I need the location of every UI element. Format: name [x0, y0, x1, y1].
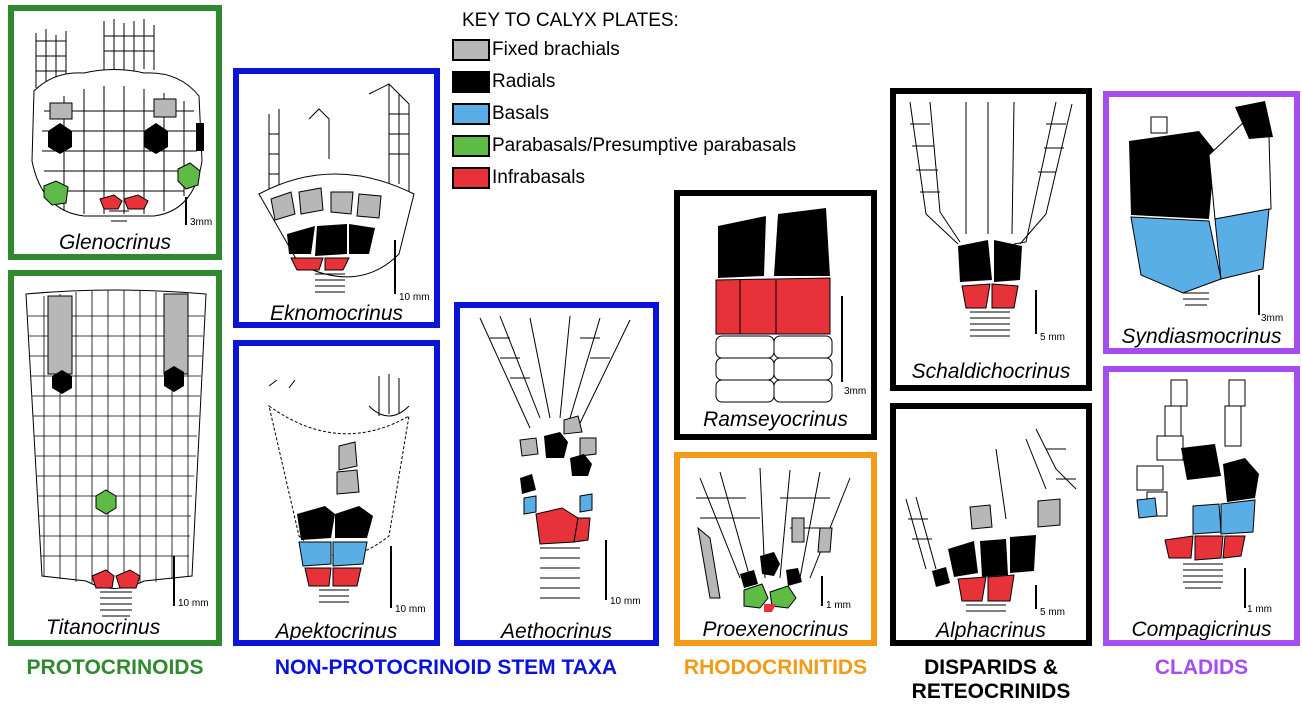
panel-syndiasmocrinus: 3mm Syndiasmocrinus: [1103, 91, 1300, 354]
infrabasals-swatch: [452, 167, 490, 189]
scale-label: 10 mm: [395, 604, 426, 615]
schaldichocrinus-drawing: 5 mm: [896, 94, 1086, 385]
taxon-name: Alphacrinus: [896, 619, 1086, 643]
taxon-name: Eknomocrinus: [239, 302, 434, 326]
taxon-name: Glenocrinus: [14, 231, 216, 255]
apektocrinus-drawing: 10 mm: [239, 346, 434, 640]
key-label: Basals: [492, 103, 549, 125]
key-label: Fixed brachials: [492, 39, 620, 61]
eknomocrinus-drawing: 10 mm: [239, 74, 434, 322]
fixed-brachials-swatch: [452, 39, 490, 61]
taxon-name: Syndiasmocrinus: [1109, 325, 1294, 349]
scale-label: 1 mm: [826, 600, 851, 611]
titanocrinus-drawing: 10 mm: [14, 276, 216, 640]
taxon-name: Schaldichocrinus: [896, 360, 1086, 384]
aethocrinus-drawing: 10 mm: [460, 308, 653, 640]
taxon-name: Ramseyocrinus: [680, 408, 871, 432]
alphacrinus-drawing: 5 mm: [896, 409, 1086, 640]
group-label-disparids: DISPARIDS & RETEOCRINIDS: [890, 656, 1092, 704]
panel-apektocrinus: 10 mm Apektocrinus: [233, 340, 440, 646]
group-label-protocrinoids: PROTOCRINOIDS: [8, 656, 222, 680]
scale-label: 3mm: [190, 217, 212, 228]
radials-swatch: [452, 71, 490, 93]
glenocrinus-drawing: 3mm: [14, 11, 216, 254]
syndiasmocrinus-drawing: 3mm: [1109, 97, 1294, 348]
scale-label: 5 mm: [1040, 332, 1065, 343]
panel-aethocrinus: 10 mm Aethocrinus: [454, 302, 659, 646]
scale-label: 3mm: [844, 386, 866, 397]
parabasals-swatch: [452, 135, 490, 157]
taxon-name: Titanocrinus: [14, 616, 216, 640]
taxon-name: Compagicrinus: [1109, 618, 1294, 642]
scale-label: 3mm: [1261, 313, 1283, 324]
proexenocrinus-drawing: 1 mm: [680, 458, 871, 640]
key-label: Radials: [492, 71, 555, 93]
scale-label: 1 mm: [1247, 604, 1272, 615]
disparids-line-1: DISPARIDS &: [890, 656, 1092, 680]
panel-eknomocrinus: 10 mm Eknomocrinus: [233, 68, 440, 328]
scale-label: 10 mm: [610, 596, 641, 607]
key-row-radials: Radials: [452, 66, 796, 98]
ramseyocrinus-drawing: 3mm: [680, 196, 871, 434]
basals-swatch: [452, 103, 490, 125]
taxon-name: Aethocrinus: [460, 620, 653, 644]
compagicrinus-drawing: 1 mm: [1109, 372, 1294, 640]
group-label-cladids: CLADIDS: [1103, 656, 1300, 680]
key-row-basals: Basals: [452, 98, 796, 130]
panel-glenocrinus: 3mm Glenocrinus: [8, 5, 222, 260]
panel-compagicrinus: 1 mm Compagicrinus: [1103, 366, 1300, 646]
taxon-name: Apektocrinus: [239, 620, 434, 644]
taxon-name: Proexenocrinus: [680, 618, 871, 642]
key-label: Parabasals/Presumptive parabasals: [492, 135, 796, 157]
scale-label: 10 mm: [178, 598, 209, 609]
disparids-line-2: RETEOCRINIDS: [890, 680, 1092, 704]
panel-schaldichocrinus: 5 mm Schaldichocrinus: [890, 88, 1092, 391]
key-label: Infrabasals: [492, 167, 585, 189]
group-label-stem-taxa: NON-PROTOCRINOID STEM TAXA: [233, 656, 659, 680]
calyx-plate-key: KEY TO CALYX PLATES: Fixed brachials Rad…: [452, 10, 796, 194]
key-title: KEY TO CALYX PLATES:: [462, 10, 796, 32]
key-row-parabasals: Parabasals/Presumptive parabasals: [452, 130, 796, 162]
group-label-rhodocrinitids: RHODOCRINITIDS: [664, 656, 887, 680]
panel-titanocrinus: 10 mm Titanocrinus: [8, 270, 222, 646]
panel-alphacrinus: 5 mm Alphacrinus: [890, 403, 1092, 646]
key-row-fixed-brachials: Fixed brachials: [452, 34, 796, 66]
panel-ramseyocrinus: 3mm Ramseyocrinus: [674, 190, 877, 440]
panel-proexenocrinus: 1 mm Proexenocrinus: [674, 452, 877, 646]
scale-label: 5 mm: [1040, 607, 1065, 618]
